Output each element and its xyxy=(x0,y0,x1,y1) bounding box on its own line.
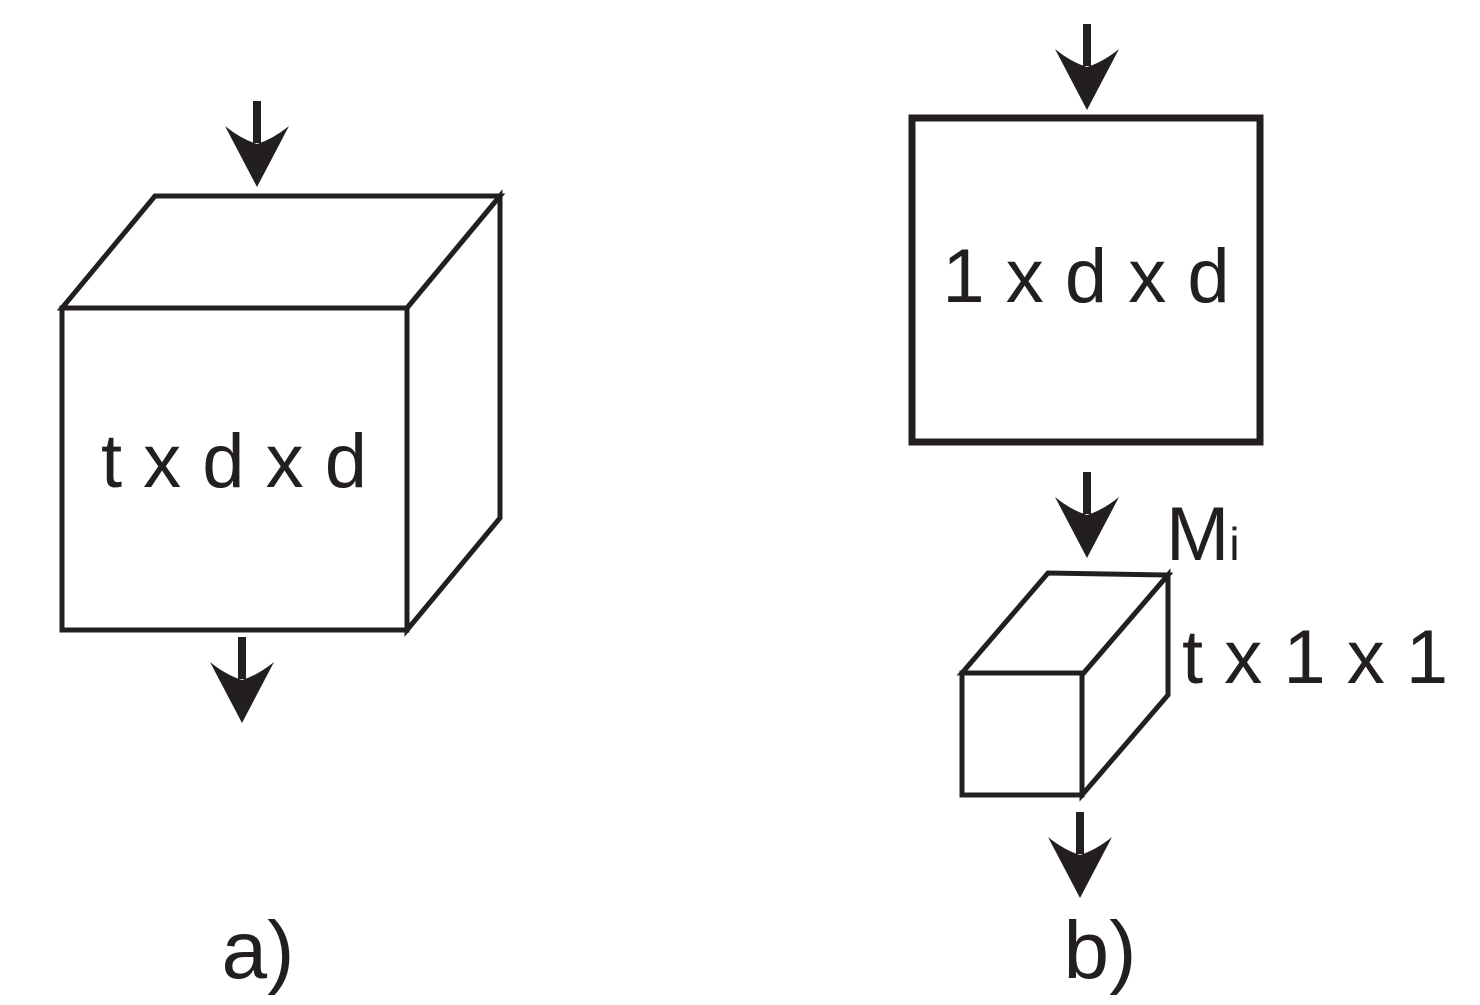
panel-b: 1 x d x d Mi t x 1 x 1 b) xyxy=(908,24,1448,996)
cube-front-face xyxy=(59,305,410,633)
panel-b-caption: b) xyxy=(1064,905,1137,996)
panel-a-input-arrow-icon xyxy=(225,101,289,187)
bar-t-1-1 xyxy=(956,568,1174,802)
bar-front-face xyxy=(959,670,1085,798)
cube-dimension-label: t x d x d xyxy=(101,419,367,504)
panel-a-output-arrow-icon xyxy=(210,637,274,723)
panel-a: t x d x d a) xyxy=(56,101,506,996)
memory-label: Mi xyxy=(1166,492,1240,577)
panel-b-input-arrow-icon xyxy=(1055,24,1119,110)
cube-t-d-d: t x d x d xyxy=(56,189,506,637)
memory-label-main: M xyxy=(1166,492,1229,577)
bar-dimension-label: t x 1 x 1 xyxy=(1182,615,1448,700)
panel-b-memory-arrow-icon xyxy=(1055,472,1119,558)
slice-dimension-label: 1 x d x d xyxy=(942,234,1229,319)
panel-b-output-arrow-icon xyxy=(1048,812,1112,898)
slice-square xyxy=(908,114,1264,446)
slice-1-d-d: 1 x d x d xyxy=(908,114,1264,446)
panel-a-caption: a) xyxy=(222,905,295,996)
memory-label-subscript: i xyxy=(1229,518,1239,570)
